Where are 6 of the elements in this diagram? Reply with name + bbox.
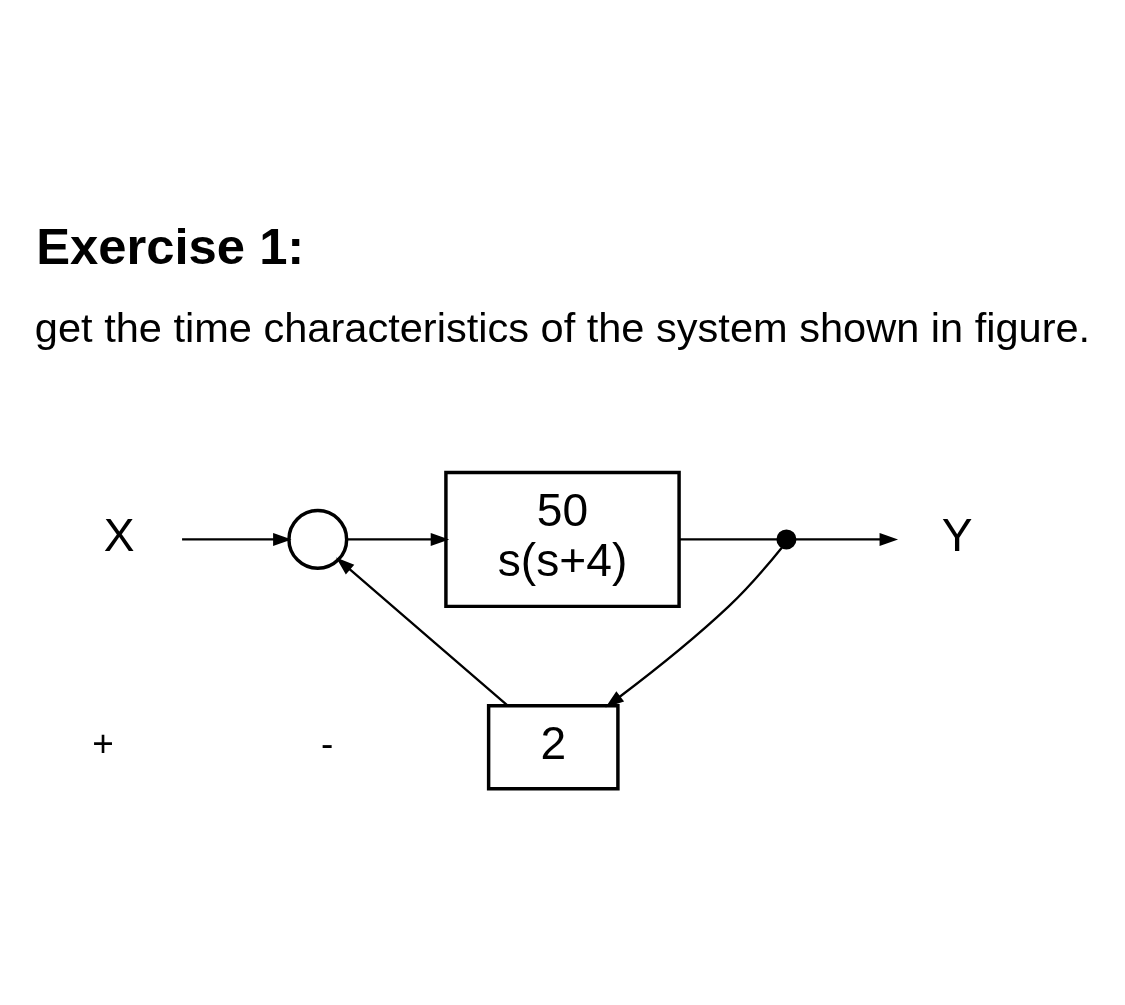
diagram-title: Exercise 1: — [36, 217, 305, 275]
label: get the time characteristics of the system shown in figure. — [34, 303, 1091, 351]
node-text: Y — [941, 508, 973, 561]
label: + — [92, 722, 114, 764]
label: - — [320, 722, 334, 764]
node-text: X — [103, 508, 135, 561]
